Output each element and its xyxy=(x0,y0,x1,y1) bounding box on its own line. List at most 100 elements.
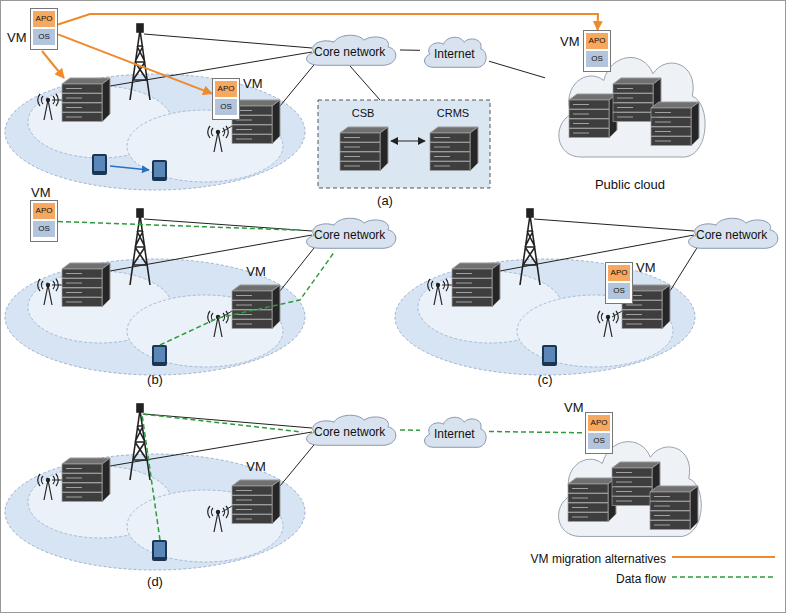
server-unit xyxy=(430,152,470,161)
cloud-shape xyxy=(307,218,396,248)
server-unit xyxy=(612,468,652,477)
base-station xyxy=(428,279,449,305)
server-slot xyxy=(236,519,252,520)
server-slot xyxy=(572,507,588,508)
antenna-dot xyxy=(606,315,609,318)
data-flow-line xyxy=(400,429,420,431)
data-flow-line xyxy=(142,414,302,540)
server-side xyxy=(492,263,500,307)
radio-waves xyxy=(598,311,619,323)
tower-frame xyxy=(130,215,150,285)
os-layer: OS xyxy=(33,29,55,45)
server-slot xyxy=(654,515,670,516)
app-layer: APO xyxy=(586,33,608,49)
server-slot xyxy=(626,305,642,306)
server-side xyxy=(470,127,478,171)
panel-label: (a) xyxy=(377,193,393,208)
cloud-label: Public cloud xyxy=(545,177,715,192)
cloud-label: Core network xyxy=(314,45,385,59)
tablet-screen xyxy=(154,162,165,177)
server-unit xyxy=(62,493,102,502)
server-rack xyxy=(568,478,616,522)
handover-arrow xyxy=(110,166,149,170)
server-unit xyxy=(452,269,492,278)
network-cloud: Internet xyxy=(420,412,489,450)
antenna-dot xyxy=(216,510,219,513)
os-layer: OS xyxy=(586,51,608,67)
server-slot xyxy=(236,500,252,501)
server-unit xyxy=(62,84,102,93)
tablet xyxy=(542,345,557,366)
server-unit xyxy=(650,511,690,520)
app-layer: APO xyxy=(588,415,610,431)
server-slot xyxy=(456,292,472,293)
backhaul-wire xyxy=(442,219,700,317)
server-slot xyxy=(616,501,632,502)
server-unit xyxy=(569,100,609,109)
base-station xyxy=(38,474,59,500)
server-side xyxy=(380,127,388,171)
antenna-mast xyxy=(214,512,222,532)
legend-sample xyxy=(672,576,775,578)
panel-label: (c) xyxy=(537,372,552,387)
server-side xyxy=(272,285,280,329)
server-slot xyxy=(66,468,82,469)
server-slot xyxy=(456,273,472,274)
management-box xyxy=(318,100,490,188)
server-slot xyxy=(654,496,670,497)
server-unit xyxy=(651,108,691,117)
tablet-body xyxy=(152,160,167,181)
server-unit xyxy=(568,513,608,522)
tablet xyxy=(92,154,107,175)
server-unit xyxy=(62,279,102,288)
base-station xyxy=(598,311,619,337)
legend-text: VM migration alternatives xyxy=(531,552,666,566)
server-slot xyxy=(66,283,82,284)
tablet-screen xyxy=(544,347,555,362)
tower-antenna xyxy=(137,209,143,217)
server-unit xyxy=(232,291,272,300)
server-unit xyxy=(452,279,492,288)
server-slot xyxy=(344,156,360,157)
network-link xyxy=(489,61,545,78)
public-cloud-illustration xyxy=(545,38,715,170)
app-layer: APO xyxy=(215,81,237,97)
server-slot xyxy=(344,147,360,148)
radio-waves xyxy=(208,506,229,518)
vm-label: VM xyxy=(246,459,266,474)
server-slot xyxy=(617,117,633,118)
server-side xyxy=(102,458,110,502)
server-slot xyxy=(66,107,82,108)
server-side xyxy=(690,486,698,530)
tablet xyxy=(152,540,167,561)
server-slot xyxy=(66,88,82,89)
cloud-shape xyxy=(425,37,487,67)
server-slot xyxy=(344,166,360,167)
base-station xyxy=(38,94,59,120)
server-unit xyxy=(232,135,272,144)
network-link xyxy=(391,140,425,141)
base-station xyxy=(208,506,229,532)
server-slot xyxy=(434,156,450,157)
server-slot xyxy=(616,491,632,492)
server-unit xyxy=(651,127,691,136)
server-rack xyxy=(62,78,110,122)
os-layer: OS xyxy=(588,433,610,449)
tower-antenna xyxy=(527,209,533,217)
app-layer: APO xyxy=(33,11,55,27)
server-unit xyxy=(62,298,102,307)
os-layer: OS xyxy=(215,99,237,115)
coverage-area xyxy=(395,259,695,375)
server-side xyxy=(102,263,110,307)
coverage-area xyxy=(5,259,305,375)
server-slot xyxy=(655,131,671,132)
server-unit xyxy=(569,129,609,138)
vm-label: VM xyxy=(560,35,580,49)
server-label: CSB xyxy=(335,106,391,120)
vm-icon: VMAPOOS xyxy=(583,30,611,72)
tower-frame xyxy=(520,215,540,285)
server-slot xyxy=(626,314,642,315)
cell-tower xyxy=(130,404,150,480)
